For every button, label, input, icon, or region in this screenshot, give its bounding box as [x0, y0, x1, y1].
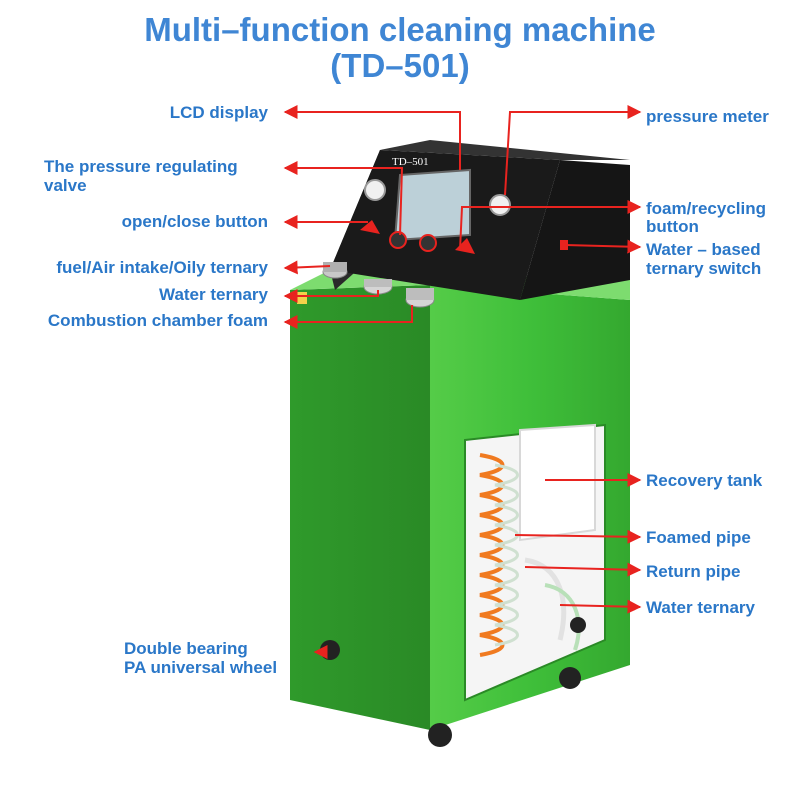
water-based-switch [560, 240, 568, 250]
regulating-valve-2 [419, 234, 437, 252]
diagram-title-line-2: (TD–501) [330, 47, 470, 84]
pressure-gauge-left [364, 179, 386, 201]
label-foam-recycling-line-2: button [646, 217, 699, 236]
water-pipe-shape [544, 583, 581, 651]
arrow-water-based [564, 239, 642, 254]
return-pipe-shape [524, 557, 567, 641]
control-head-rim [380, 140, 630, 160]
label-water-ternary-right: Water ternary [646, 598, 755, 617]
label-pressure-meter: pressure meter [646, 107, 769, 126]
arrow-fuel-air [283, 260, 331, 275]
label-water-based-line-2: ternary switch [646, 259, 762, 278]
label-return-pipe: Return pipe [646, 562, 741, 581]
label-wheel-line-2: PA universal wheel [124, 658, 278, 677]
label-combustion-chamber-foam: Combustion chamber foam [47, 311, 268, 330]
label-fuel-air-intake: fuel/Air intake/Oily ternary [56, 258, 268, 277]
wheel-front-left [428, 723, 452, 747]
arrow-water-right [559, 599, 642, 614]
wheel-front-right [559, 667, 581, 689]
coiled-foam-pipe [479, 453, 519, 657]
recovery-tank-shape [519, 423, 596, 542]
pressure-gauge-right [489, 194, 511, 216]
label-lcd-display: LCD display [169, 103, 268, 122]
warning-sticker [297, 292, 307, 304]
label-water-ternary-left: Water ternary [159, 285, 268, 304]
arrow-pressure-valve [283, 161, 404, 236]
control-head-front [520, 160, 630, 300]
arrow-foam-recycle [459, 200, 642, 251]
label-foam-recycling-line-1: foam/recycling [646, 199, 766, 218]
open-close-lever [360, 220, 380, 234]
arrow-return [524, 562, 642, 577]
label-foamed-pipe: Foamed pipe [646, 528, 751, 547]
model-plate: TD–501 [392, 156, 429, 168]
regulating-valve-1 [389, 231, 407, 249]
label-wheel-line-1: Double bearing [124, 639, 248, 658]
label-pressure-valve-line-2: valve [44, 176, 87, 195]
arrow-lcd [283, 105, 461, 170]
arrow-foamed [514, 529, 642, 544]
label-pressure-valve-line-1: The pressure regulating [44, 157, 238, 176]
arrow-water-left [283, 289, 379, 303]
arrow-combustion [283, 305, 413, 329]
machine-body-side [290, 285, 430, 730]
wheel-back-right [570, 617, 586, 633]
arrow-pressure-meter [504, 105, 642, 196]
wheel-back-left [320, 640, 340, 660]
label-open-close-button: open/close button [121, 212, 268, 231]
diagram-title-line-1: Multi–function cleaning machine [144, 11, 656, 48]
label-water-based-line-1: Water – based [646, 240, 761, 259]
lcd-screen [393, 168, 471, 242]
label-recovery-tank: Recovery tank [646, 471, 763, 490]
